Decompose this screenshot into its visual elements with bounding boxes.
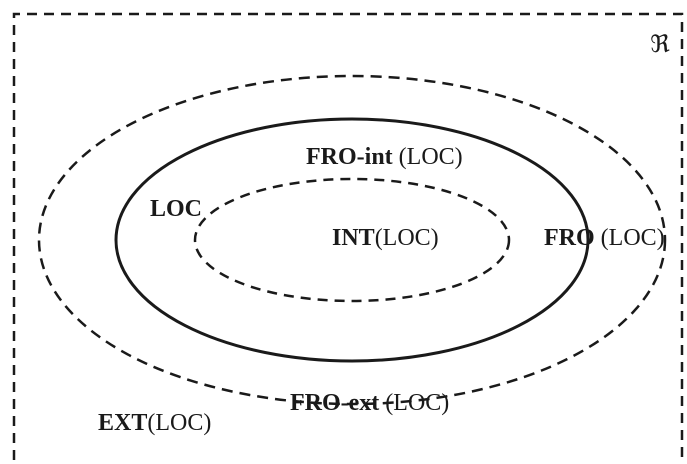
outer-frontier-ellipse bbox=[37, 74, 667, 406]
label-fro-ext-normal: (LOC) bbox=[379, 390, 449, 416]
label-ext-bold: EXT bbox=[98, 410, 147, 436]
universe-boundary bbox=[12, 12, 684, 460]
label-loc-bold: LOC bbox=[150, 196, 202, 222]
label-loc: LOC bbox=[120, 196, 220, 222]
label-int-normal: (LOC) bbox=[375, 225, 439, 251]
universe-symbol: ℜ bbox=[650, 32, 670, 58]
label-fro-bold: FRO bbox=[544, 225, 595, 251]
label-fro-ext: FRO-ext (LOC) bbox=[260, 390, 467, 416]
label-fro-int: FRO-int (LOC) bbox=[276, 144, 481, 170]
label-fro-int-normal: (LOC) bbox=[393, 144, 463, 170]
label-int-bold: INT bbox=[332, 225, 375, 251]
label-fro-normal: (LOC) bbox=[595, 225, 665, 251]
label-fro-int-bold: FRO-int bbox=[306, 144, 393, 170]
label-fro: FRO (LOC) bbox=[514, 225, 683, 251]
label-ext: EXT(LOC) bbox=[68, 410, 229, 436]
label-ext-normal: (LOC) bbox=[147, 410, 211, 436]
label-int: INT(LOC) bbox=[302, 225, 457, 251]
interior-frontier-ellipse bbox=[193, 177, 511, 303]
label-fro-ext-bold: FRO-ext bbox=[290, 390, 379, 416]
location-ellipse bbox=[114, 117, 590, 363]
